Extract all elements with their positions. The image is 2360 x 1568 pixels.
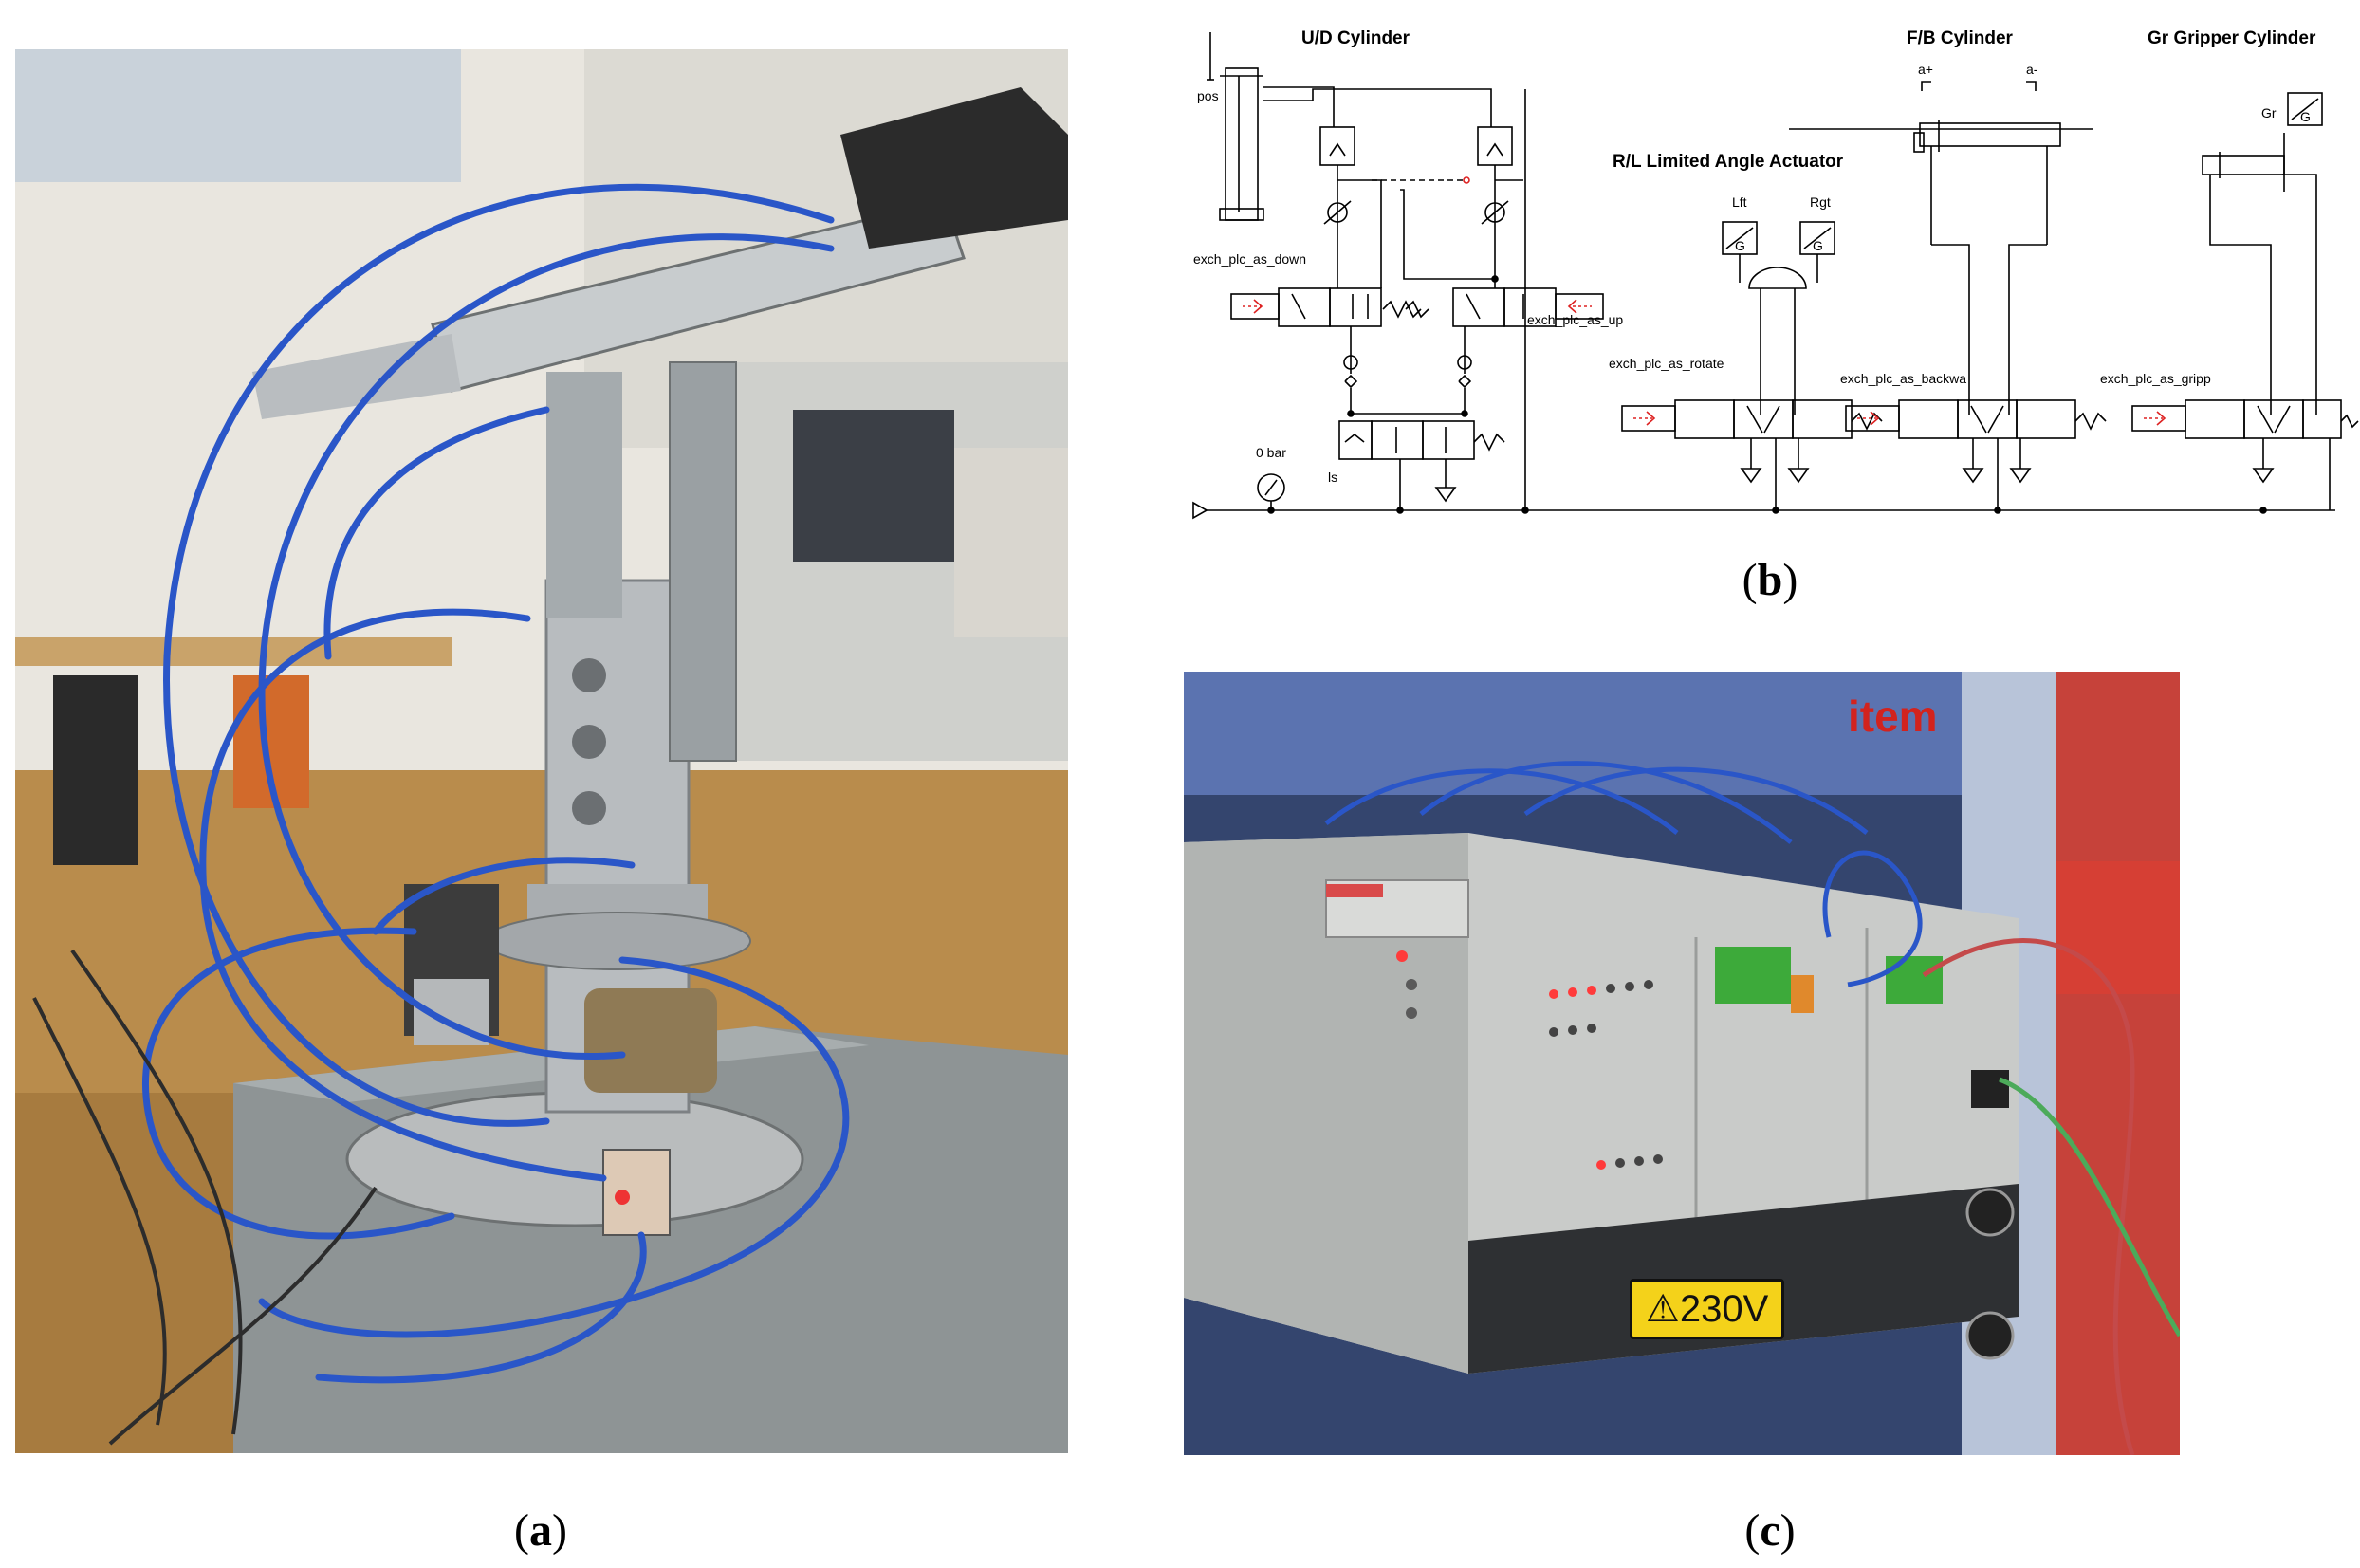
brand-logo-text: item <box>1848 692 1938 741</box>
label-g-lft: G <box>1735 238 1745 253</box>
title-rl-actuator: R/L Limited Angle Actuator <box>1613 152 1844 172</box>
label-g-rgt: G <box>1813 238 1823 253</box>
label-gr: Gr <box>2261 105 2277 120</box>
pneumatic-schematic: U/D Cylinder F/B Cylinder Gr Gripper Cyl… <box>1182 13 2360 526</box>
title-fb-cylinder: F/B Cylinder <box>1907 28 2014 48</box>
label-lft: Lft <box>1732 194 1747 210</box>
label-exch-plc-as-rotate: exch_plc_as_rotate <box>1609 356 1724 371</box>
caption-b-letter: b <box>1757 555 1783 605</box>
label-rgt: Rgt <box>1810 194 1831 210</box>
label-exch-plc-as-backwa: exch_plc_as_backwa <box>1840 371 1966 386</box>
caption-a-letter: a <box>529 1505 552 1556</box>
pneumatic-schematic-drawing: U/D Cylinder F/B Cylinder Gr Gripper Cyl… <box>1192 28 2359 520</box>
title-ud-cylinder: U/D Cylinder <box>1301 28 1410 48</box>
caption-b: (b) <box>1742 555 1798 605</box>
photo-plc: item ⚠230V <box>1184 672 2180 1455</box>
voltage-warning-label: ⚠230V <box>1630 1279 1785 1339</box>
label-exch-plc-as-gripp: exch_plc_as_gripp <box>2100 371 2211 386</box>
label-exch-plc-as-down: exch_plc_as_down <box>1193 251 1306 267</box>
label-exch-plc-as-up: exch_plc_as_up <box>1527 312 1623 327</box>
label-a-minus: a- <box>2026 62 2038 77</box>
photo-robot-arm <box>15 49 1068 1453</box>
label-g-gr: G <box>2300 109 2311 124</box>
label-ls: ls <box>1328 470 1337 485</box>
caption-c: (c) <box>1744 1505 1796 1556</box>
caption-a: (a) <box>514 1505 567 1556</box>
title-gripper-cylinder: Gr Gripper Cylinder <box>2148 28 2316 48</box>
caption-c-letter: c <box>1760 1505 1780 1556</box>
label-pos: pos <box>1197 88 1219 103</box>
photo-robot-arm-illustration <box>15 49 1068 1453</box>
label-gauge: 0 bar <box>1256 445 1286 460</box>
label-a-plus: a+ <box>1918 62 1933 77</box>
